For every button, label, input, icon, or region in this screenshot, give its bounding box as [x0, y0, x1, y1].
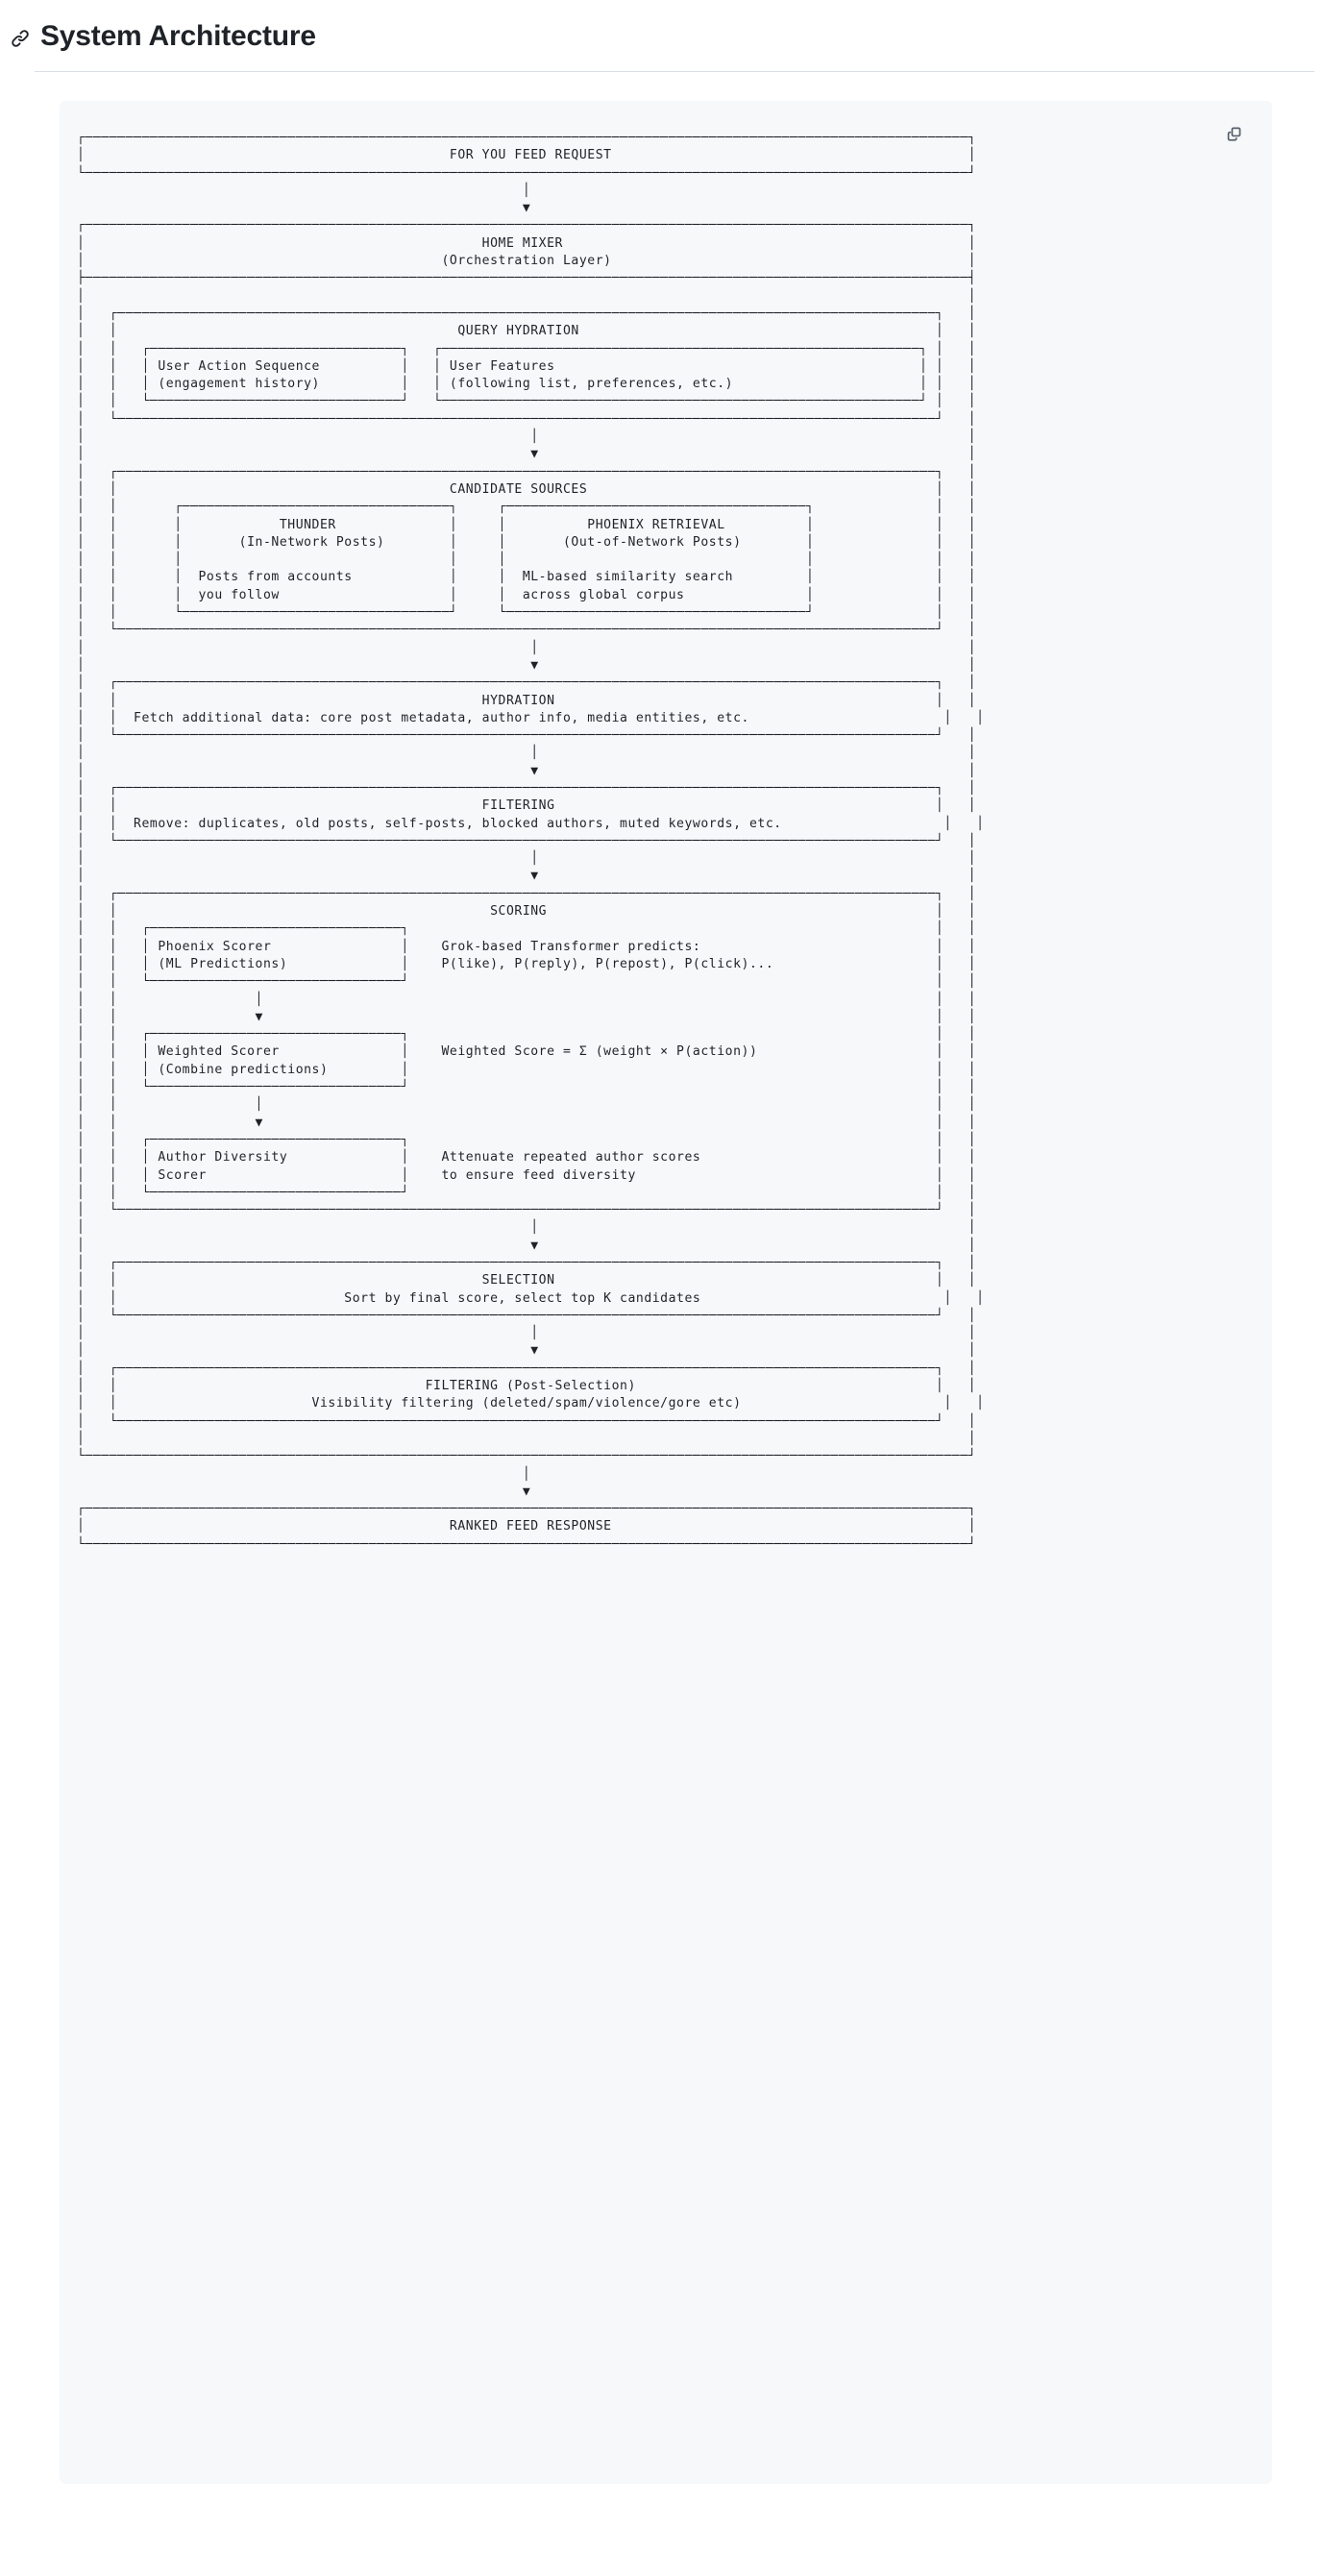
title-divider: [35, 71, 1314, 72]
link-icon[interactable]: [10, 28, 31, 49]
code-block: ┌───────────────────────────────────────…: [60, 101, 1272, 2484]
page-title: System Architecture: [40, 20, 316, 52]
page-heading: System Architecture: [0, 0, 1324, 60]
architecture-ascii-diagram: ┌───────────────────────────────────────…: [77, 131, 985, 1552]
copy-icon[interactable]: [1218, 118, 1249, 149]
